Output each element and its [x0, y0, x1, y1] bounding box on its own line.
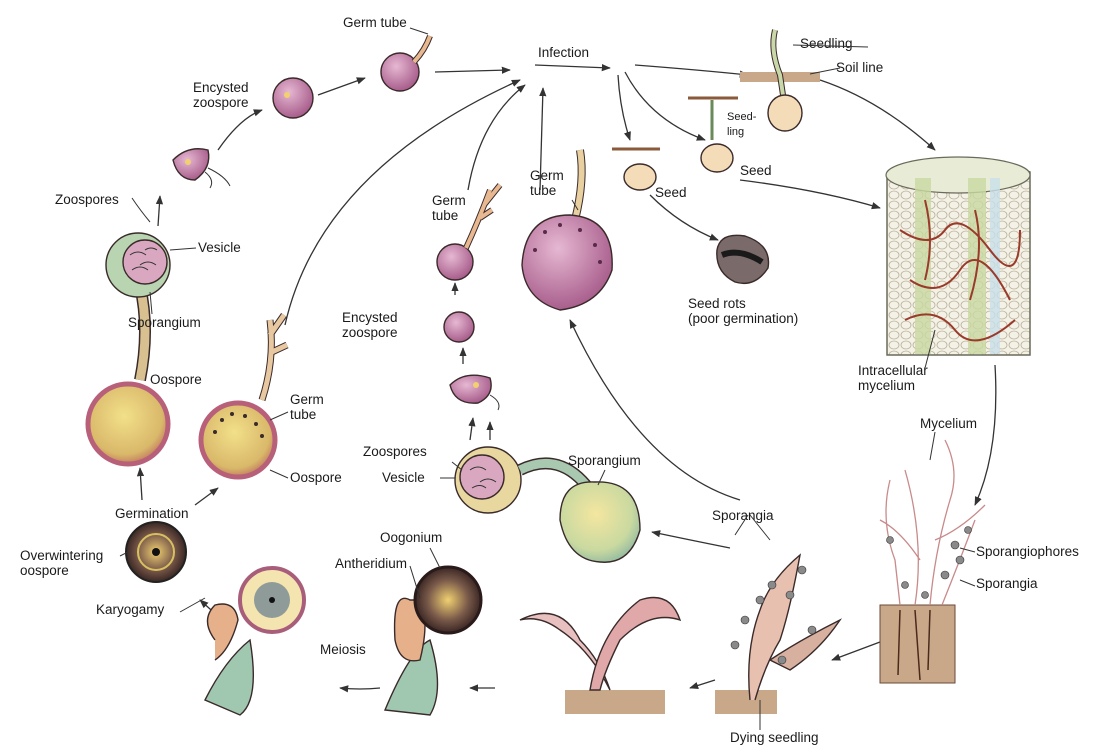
seed-small — [612, 149, 660, 190]
label-sporangia-bottom: Sporangia — [712, 508, 774, 523]
label-seedling-small: Seed-ling — [727, 111, 757, 138]
mid-encysted-zoospore — [444, 312, 474, 342]
germ-tube-top-cell — [381, 36, 430, 91]
label-oogonium: Oogonium — [380, 530, 442, 545]
label-infection: Infection — [538, 45, 589, 60]
label-zoospores-left: Zoospores — [55, 192, 119, 207]
label-oospore-left: Oospore — [150, 372, 202, 387]
oogonium-antheridium — [385, 567, 481, 715]
arrow-seed-to-tissue — [740, 180, 880, 208]
arrow-dying-to-seedling-left — [690, 680, 715, 688]
label-seed-rots: Seed rots(poor germination) — [688, 296, 798, 326]
label-sporangium-left: Sporangium — [128, 315, 201, 330]
arrow-seedling-to-tissue — [820, 80, 935, 150]
label-vesicle-left: Vesicle — [198, 240, 241, 255]
oospore-germinating — [201, 315, 287, 477]
overwintering-oospore — [126, 522, 186, 582]
arrow-seed-to-rots — [650, 195, 718, 240]
mid-zoospore — [450, 375, 499, 410]
arrow-germtube-to-infection — [435, 70, 510, 72]
arrow-zoospores-to-encysted — [218, 110, 262, 150]
arrow-germination-to-oospore-right — [195, 488, 218, 505]
label-mycelium: Mycelium — [920, 416, 977, 431]
label-seedling: Seedling — [800, 36, 853, 51]
label-dying-seedling: Dying seedling — [730, 730, 819, 745]
label-oospore-center: Oospore — [290, 470, 342, 485]
oospore-left — [88, 384, 168, 464]
arrow-dying-to-sporangium — [652, 532, 730, 548]
leader-lines — [120, 28, 975, 730]
arrow-infection-to-seed — [618, 75, 630, 140]
mycelium-mass — [880, 440, 985, 683]
rotted-seed — [717, 235, 769, 283]
encysted-zoospore-top — [273, 78, 313, 118]
arrow-mycelium-to-dying — [832, 642, 880, 660]
label-soil-line: Soil line — [836, 60, 883, 75]
arrow-oogonium-to-karyogamy — [340, 688, 380, 689]
label-sporangium-mid: Sporangium — [568, 453, 641, 468]
label-zoospores-mid: Zoospores — [363, 444, 427, 459]
label-antheridium: Antheridium — [335, 556, 407, 571]
label-germ-tube-top: Germ tube — [343, 15, 407, 30]
arrow-infection-to-seedling — [635, 65, 748, 75]
label-seed-small: Seed — [655, 185, 687, 200]
arrow-infection-to-young-seedling — [625, 72, 705, 140]
arrow-infection-right — [535, 65, 610, 68]
arrow-germination-to-oospore-left — [140, 468, 142, 500]
label-sporangia-right: Sporangia — [976, 576, 1038, 591]
sporangium-left — [106, 233, 170, 380]
infected-tissue-block — [886, 157, 1030, 355]
label-germination: Germination — [115, 506, 189, 521]
label-karyogamy: Karyogamy — [96, 602, 165, 617]
collapsed-seedling — [520, 598, 680, 715]
label-seed-right: Seed — [740, 163, 772, 178]
arrow-encysted-to-germtube — [318, 78, 365, 95]
label-meiosis: Meiosis — [320, 642, 366, 657]
arrow-sporangia-to-large-germ — [570, 320, 740, 500]
arrow-sporang-to-zoospores-mid — [470, 418, 473, 440]
karyogamy-structure — [205, 568, 304, 715]
arrow-tissue-to-mycelium — [975, 365, 996, 505]
dying-seedling-sporangia — [715, 555, 840, 714]
label-vesicle-mid: Vesicle — [382, 470, 425, 485]
zoospore-top — [173, 149, 230, 188]
label-sporangiophores: Sporangiophores — [976, 544, 1079, 559]
arrow-vesicle-to-zoospores — [158, 196, 160, 226]
